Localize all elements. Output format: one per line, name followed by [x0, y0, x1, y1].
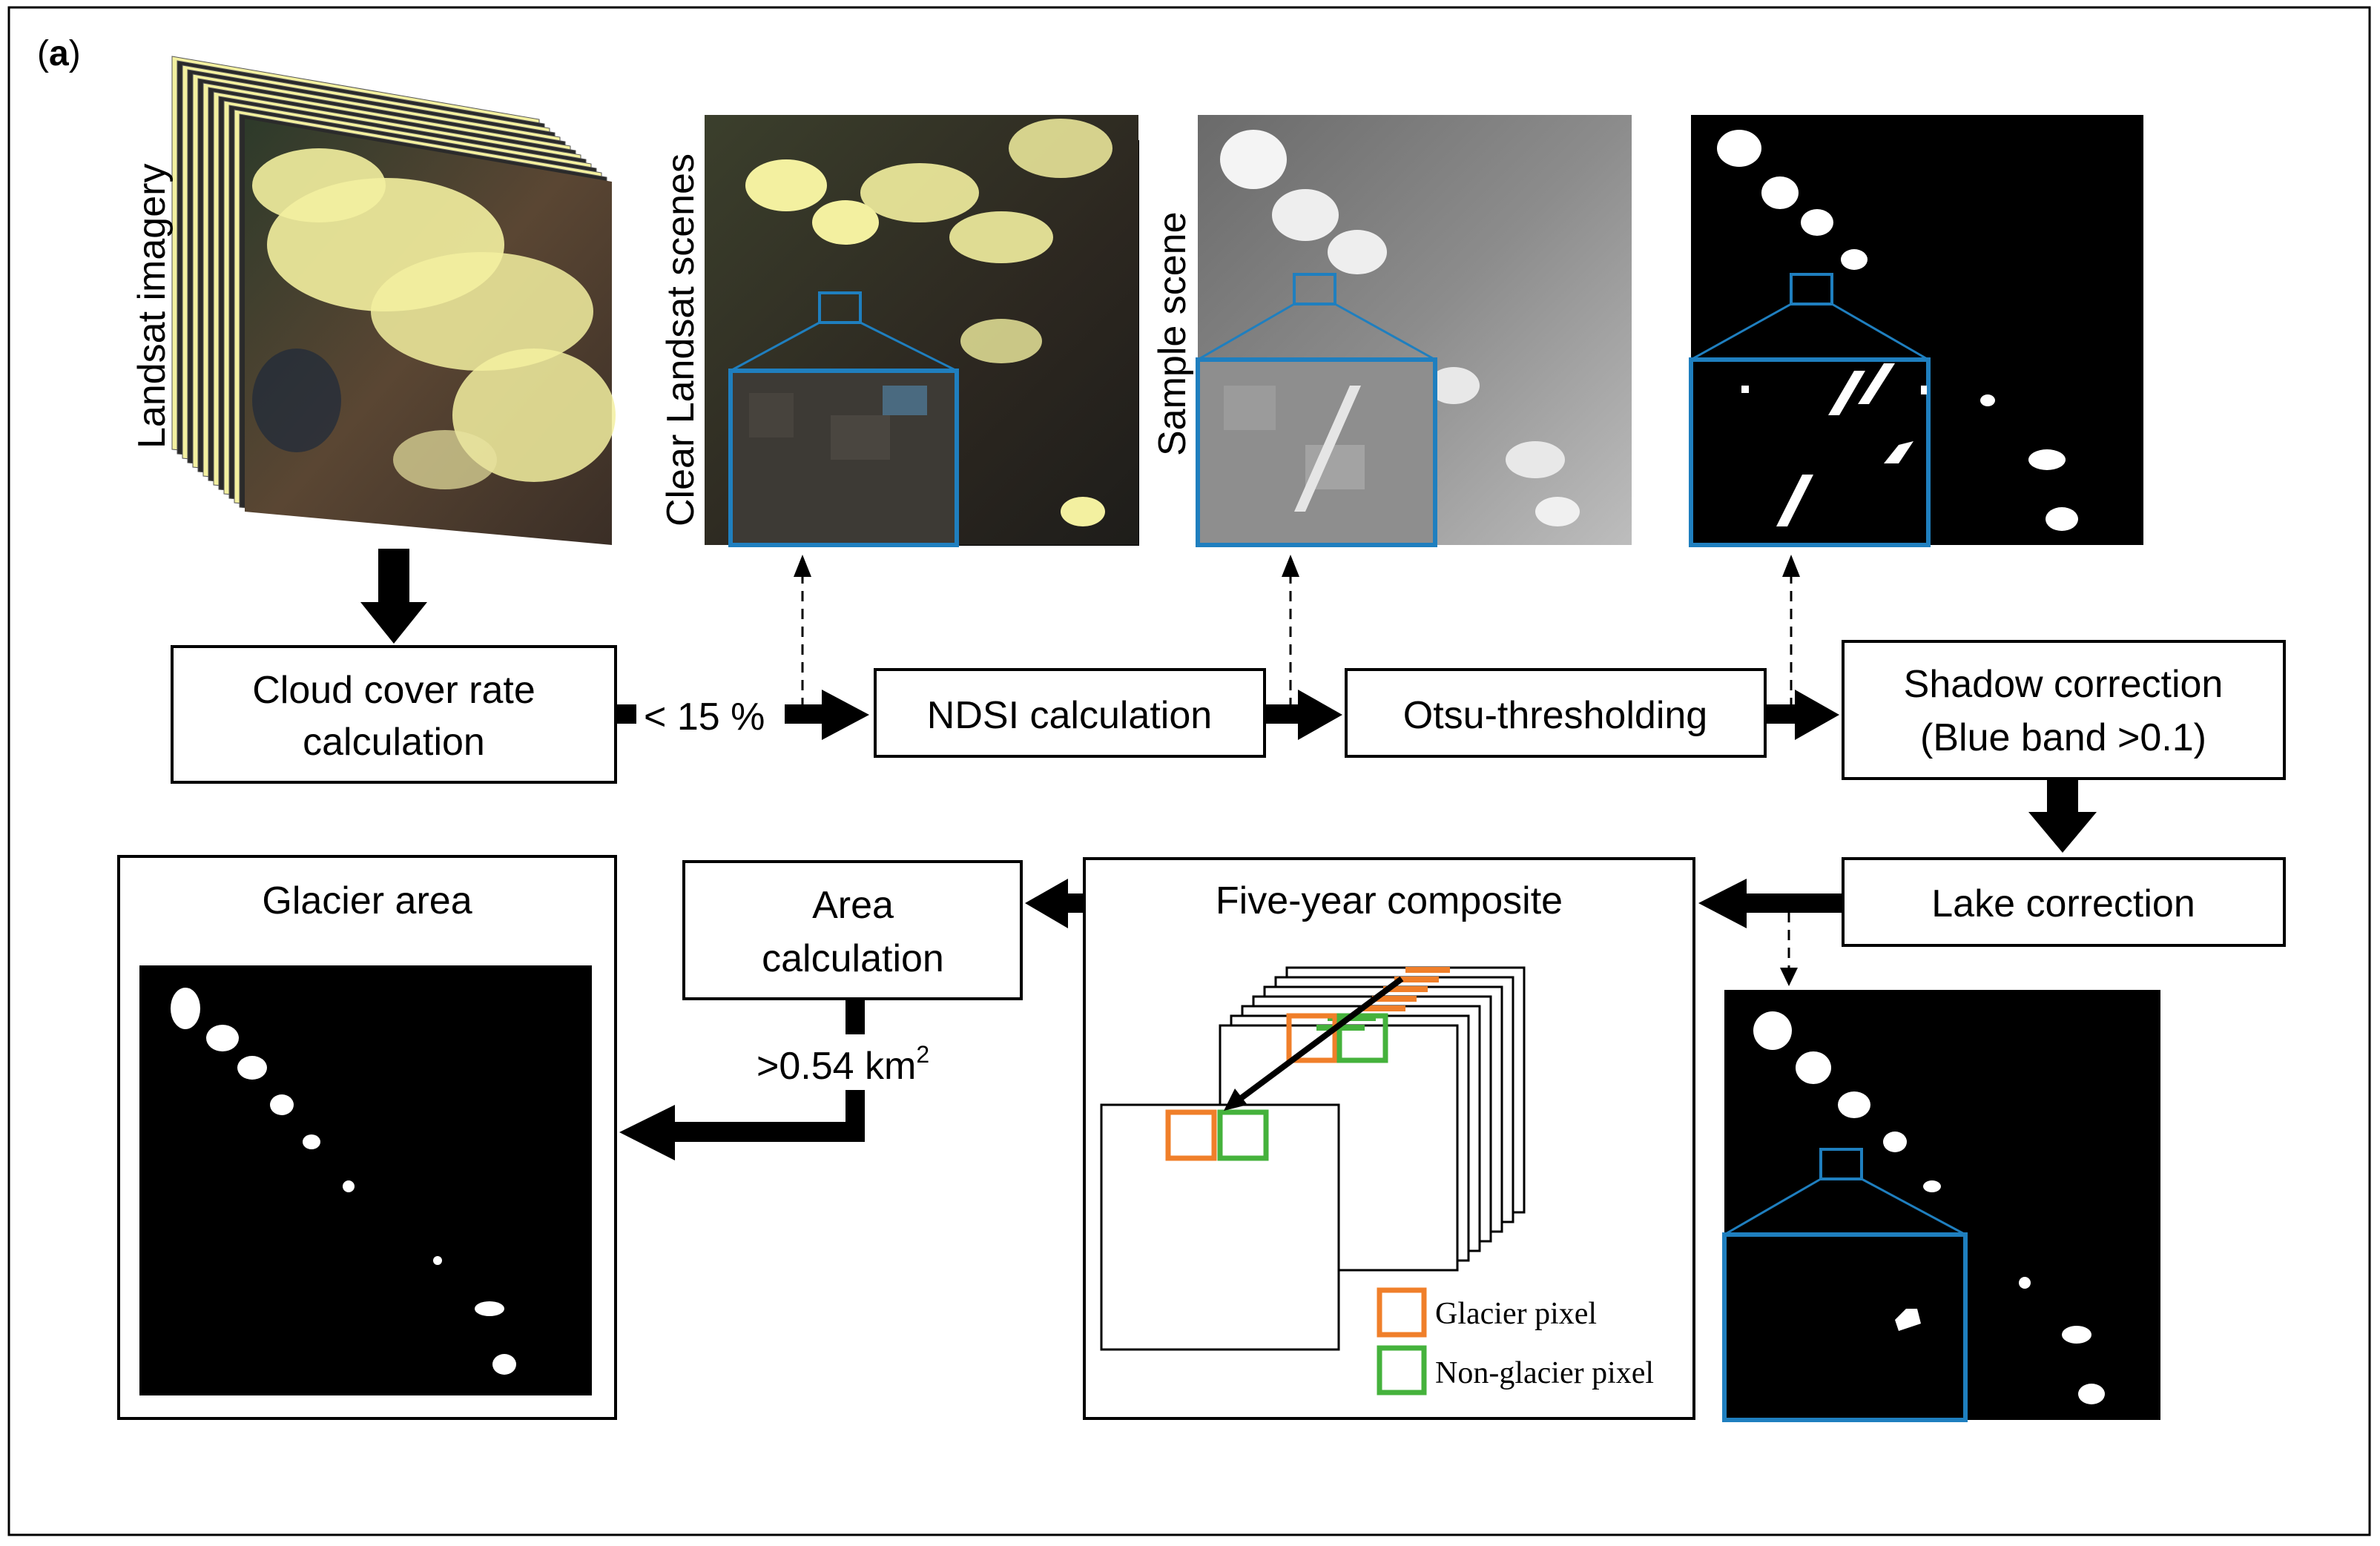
svg-text:calculation: calculation	[303, 721, 485, 764]
svg-text:Area: Area	[812, 884, 894, 927]
legend-glacier-label: Glacier pixel	[1435, 1297, 1597, 1331]
cloud-cover-box: Cloud cover rate calculation	[171, 645, 617, 784]
composite-stack-illustration	[1100, 966, 1526, 1351]
glacier-area-box: Glacier area	[117, 855, 617, 1420]
svg-text:Glacier area: Glacier area	[262, 879, 472, 922]
glacier-area-image	[139, 965, 592, 1395]
legend-glacier-swatch	[1377, 1287, 1427, 1338]
clear-landsat-scenes-image	[705, 115, 1139, 547]
svg-text:Cloud cover rate: Cloud cover rate	[252, 669, 535, 712]
panel-label: (a)	[37, 34, 81, 73]
svg-text:Lake correction: Lake correction	[1931, 882, 2195, 925]
svg-text:Five-year composite: Five-year composite	[1216, 879, 1563, 922]
composite-arrow	[1235, 976, 1404, 1104]
composite-output-layer	[1100, 1103, 1340, 1351]
landsat-imagery-stack	[171, 56, 616, 545]
svg-text:calculation: calculation	[762, 937, 944, 980]
composite-glacier-pixel	[1286, 1013, 1338, 1063]
dashed-links	[801, 575, 1793, 971]
svg-text:Otsu-thresholding: Otsu-thresholding	[1403, 694, 1707, 737]
otsu-binary-image	[1689, 115, 2143, 547]
landsat-imagery-label: Landsat imagery	[131, 164, 174, 449]
svg-text:Shadow correction: Shadow correction	[1904, 663, 2224, 706]
shadow-correction-box: Shadow correction (Blue band >0.1)	[1842, 640, 2286, 780]
clear-landsat-scenes-label: Clear Landsat scenes	[659, 153, 702, 526]
lake-corrected-image	[1722, 990, 2160, 1422]
legend-non-glacier-label: Non-glacier pixel	[1435, 1356, 1654, 1390]
sample-scene-image	[1196, 115, 1632, 547]
sample-scene-label: Sample scene	[1151, 211, 1194, 456]
otsu-thresholding-box: Otsu-thresholding	[1345, 668, 1767, 758]
legend: Glacier pixel Non-glacier pixel	[1377, 1287, 1654, 1395]
area-threshold-label: >0.54 km2	[756, 1041, 929, 1088]
svg-text:NDSI calculation: NDSI calculation	[927, 694, 1212, 737]
legend-non-glacier-swatch	[1377, 1345, 1427, 1395]
cloud-threshold-label: < 15 %	[644, 696, 765, 739]
figure-frame	[7, 6, 2371, 1536]
area-calculation-box: Area calculation	[682, 860, 1023, 1000]
arrows	[360, 549, 2097, 1160]
composite-non-glacier-pixel	[1336, 1013, 1388, 1063]
svg-text:(Blue band >0.1): (Blue band >0.1)	[1920, 716, 2206, 759]
lake-correction-box: Lake correction	[1842, 857, 2286, 947]
ndsi-calculation-box: NDSI calculation	[874, 668, 1266, 758]
